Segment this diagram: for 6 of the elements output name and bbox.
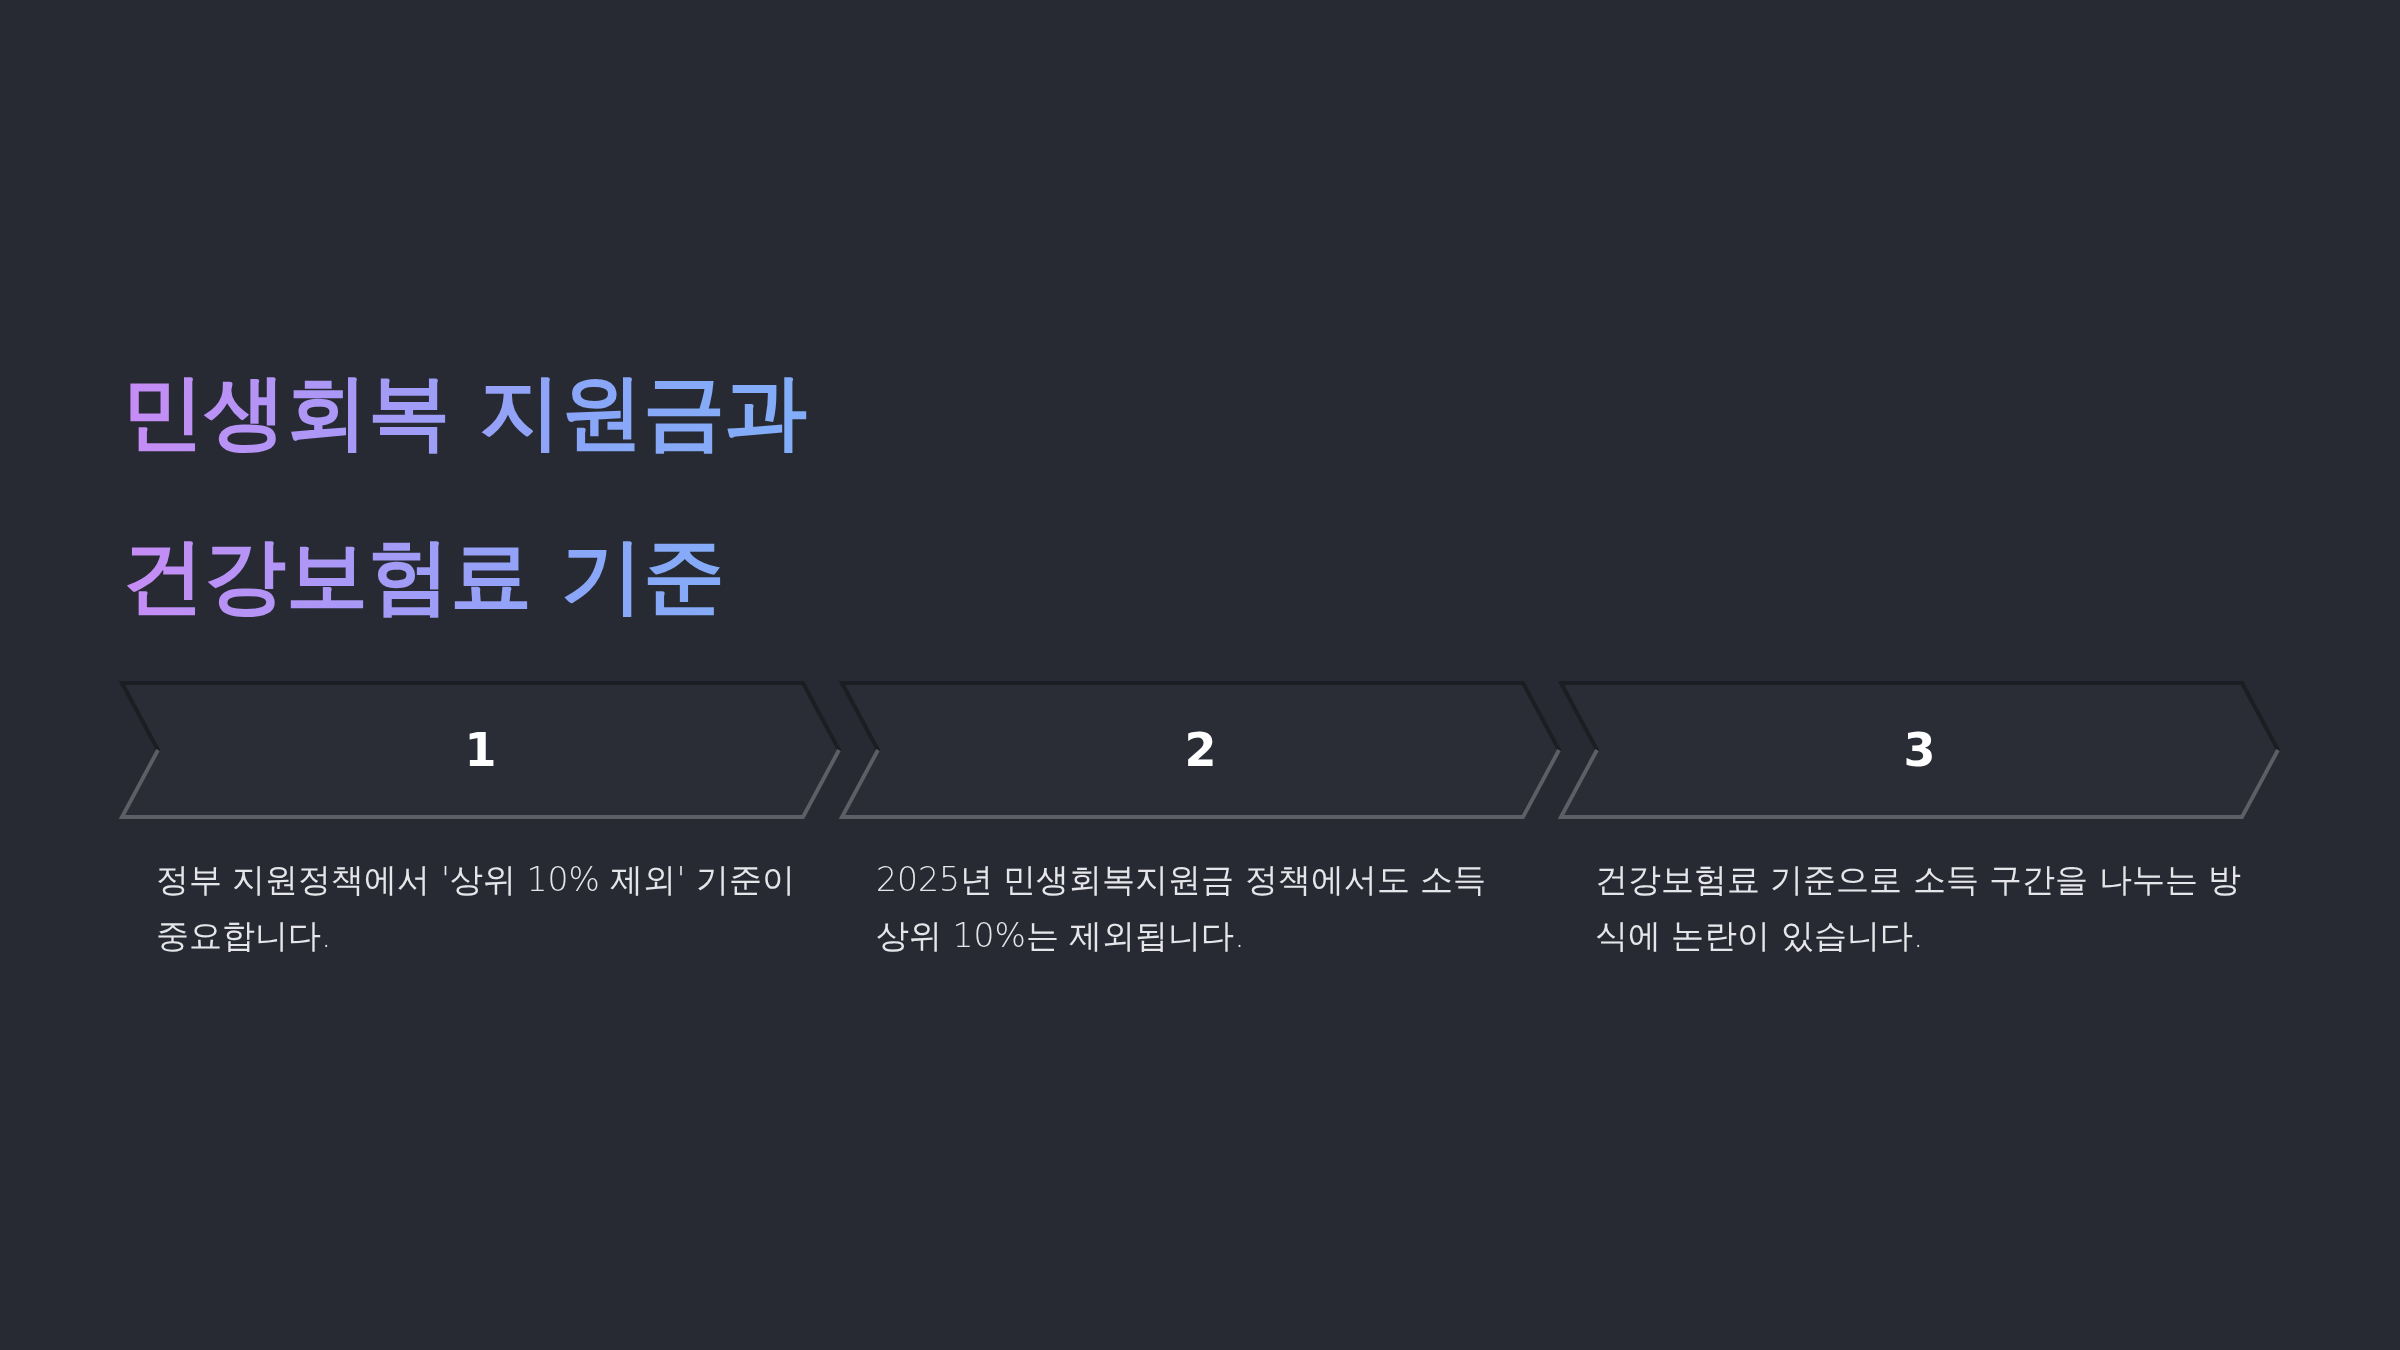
step-number: 3 [1903,723,1936,777]
step-number: 1 [464,723,497,777]
step-description: 2025년 민생회복지원금 정책에서도 소득 상위 10%는 제외됩니다. [876,859,1488,957]
step-number: 2 [1184,723,1217,777]
step-description: 정부 지원정책에서 '상위 10% 제외' 기준이 중요합니다. [156,859,796,957]
step-description: 건강보험료 기준으로 소득 구간을 나누는 방식에 논란이 있습니다. [1595,859,2243,957]
